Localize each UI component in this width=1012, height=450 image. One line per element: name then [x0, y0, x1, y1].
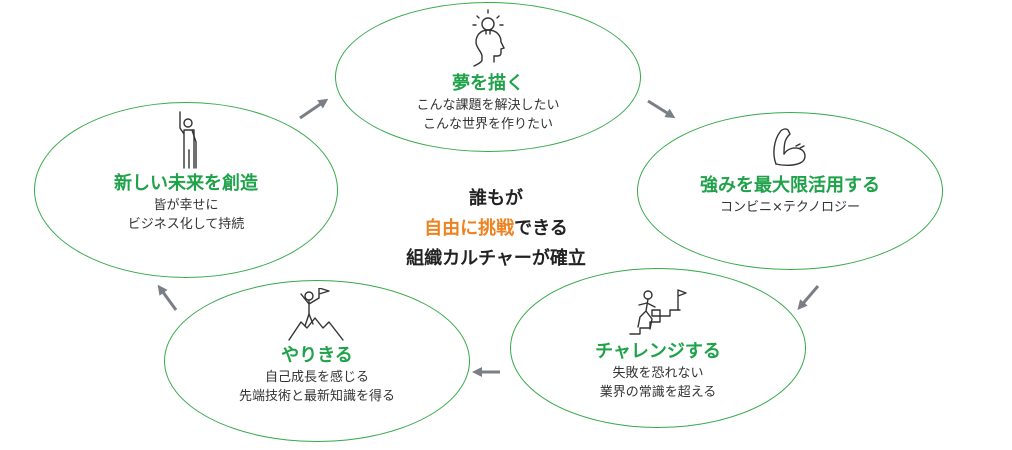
- node-dream: 夢を描く こんな課題を解決したい こんな世界を作りたい: [380, 8, 596, 134]
- raised-hand-person-icon: [179, 111, 197, 169]
- strength-title: 強みを最大限活用する: [700, 175, 880, 196]
- finish-sub-2: 先端技術と最新知識を得る: [238, 389, 395, 404]
- dream-sub-1: こんな課題を解決したい: [416, 98, 560, 113]
- center-message: 誰もが 自由に挑戦できる 組織カルチャーが確立: [346, 184, 646, 274]
- lightbulb-head-icon: [472, 9, 505, 67]
- ellipse-strength: [637, 112, 943, 270]
- ellipse-dream: [335, 2, 641, 152]
- climbing-stairs-icon: [629, 289, 687, 335]
- finish-title: やりきる: [281, 345, 353, 366]
- arrow-strength-to-challenge: [797, 285, 820, 311]
- center-line-2-rest: できる: [514, 218, 568, 239]
- challenge-sub-1: 失敗を恐れない: [612, 366, 704, 381]
- summit-flag-icon: [288, 288, 344, 341]
- center-line-3: 組織カルチャーが確立: [406, 248, 586, 269]
- node-challenge: チャレンジする 失敗を恐れない 業界の常識を超える: [548, 288, 768, 402]
- finish-sub-1: 自己成長を感じる: [264, 370, 369, 385]
- center-line-2: 自由に挑戦できる: [346, 214, 646, 244]
- node-future: 新しい未来を創造 皆が幸せに ビジネス化して持続: [76, 110, 296, 234]
- ellipse-challenge: [510, 268, 806, 428]
- ellipse-future: [34, 102, 338, 278]
- arrow-future-to-dream: [299, 98, 329, 120]
- center-line-1: 誰もが: [469, 188, 523, 209]
- future-sub-2: ビジネス化して持続: [127, 217, 245, 232]
- dream-sub-2: こんな世界を作りたい: [422, 117, 553, 132]
- node-finish: やりきる 自己成長を感じる 先端技術と最新知識を得る: [207, 288, 427, 406]
- challenge-sub-2: 業界の常識を超える: [599, 385, 717, 400]
- flexed-arm-icon: [773, 128, 806, 167]
- dream-title: 夢を描く: [452, 73, 524, 94]
- center-line-2-highlight: 自由に挑戦: [424, 218, 515, 239]
- arrow-dream-to-strength: [647, 99, 676, 119]
- future-sub-1: 皆が幸せに: [153, 198, 219, 213]
- challenge-title: チャレンジする: [595, 341, 721, 362]
- node-strength: 強みを最大限活用する コンビニ×テクノロジー: [660, 118, 920, 217]
- arrow-finish-to-future: [157, 284, 178, 311]
- future-title: 新しい未来を創造: [114, 173, 258, 194]
- ellipse-finish: [164, 280, 470, 442]
- strength-sub-1: コンビニ×テクノロジー: [719, 200, 861, 215]
